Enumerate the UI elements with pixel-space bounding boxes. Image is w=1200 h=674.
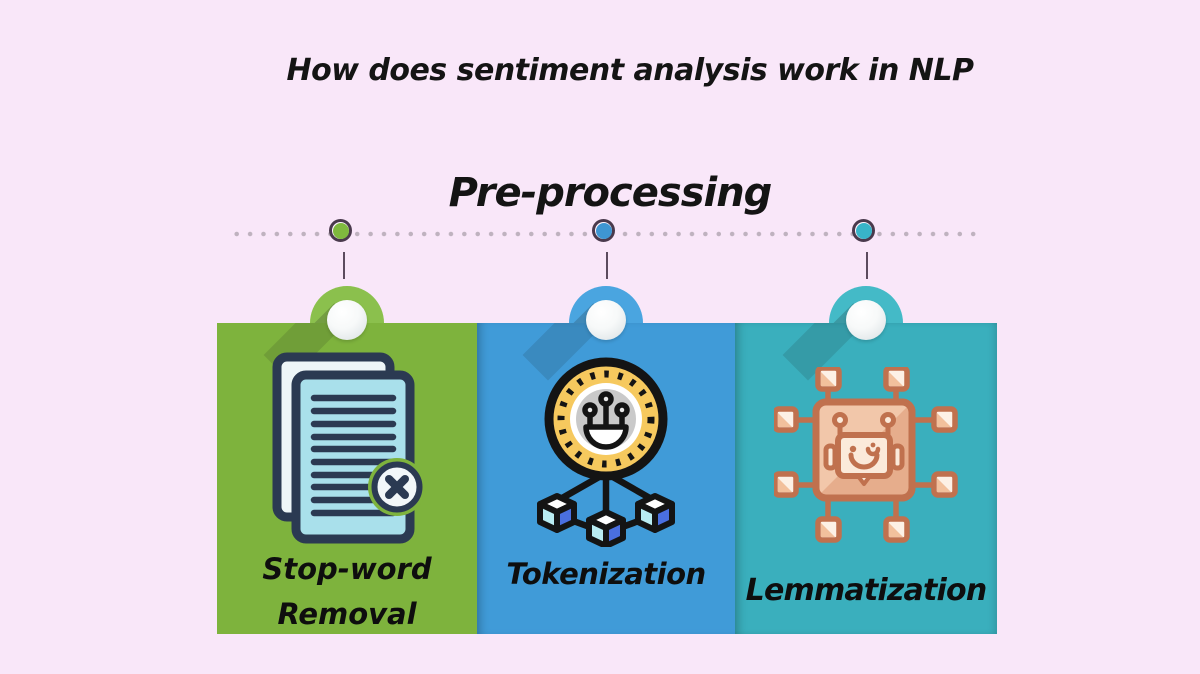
pin-ball (327, 300, 367, 340)
step-label-line: Removal (277, 597, 417, 631)
section-heading-pre-processing: Pre-processing (448, 170, 773, 216)
step-label: Tokenization (506, 557, 706, 591)
step-label-line: Stop-word (262, 552, 432, 586)
timeline-connector (866, 252, 868, 279)
pin-ball (586, 300, 626, 340)
step-card-tokenization: Tokenization (477, 286, 735, 634)
timeline-connector (606, 252, 608, 279)
lemmatization-robot-chip-icon (772, 365, 958, 543)
step-label: Lemmatization (745, 573, 988, 608)
stopword-document-remove-icon (272, 352, 426, 544)
timeline-marker-dot (595, 222, 612, 239)
page-title: How does sentiment analysis work in NLP (286, 53, 974, 88)
timeline-marker-stop-word (329, 219, 352, 242)
timeline-marker-tokenization (592, 219, 615, 242)
step-card-stop-word-removal: Stop-word Removal (217, 286, 477, 634)
timeline-connector (343, 252, 345, 279)
tokenization-coin-cubes-icon (537, 357, 675, 549)
timeline-marker-dot (332, 222, 349, 239)
timeline-marker-lemmatization (852, 219, 875, 242)
step-card-lemmatization: Lemmatization (735, 286, 997, 634)
step-label: Stop-word Removal (217, 547, 477, 634)
timeline-marker-dot (855, 222, 872, 239)
pin-ball (846, 300, 886, 340)
